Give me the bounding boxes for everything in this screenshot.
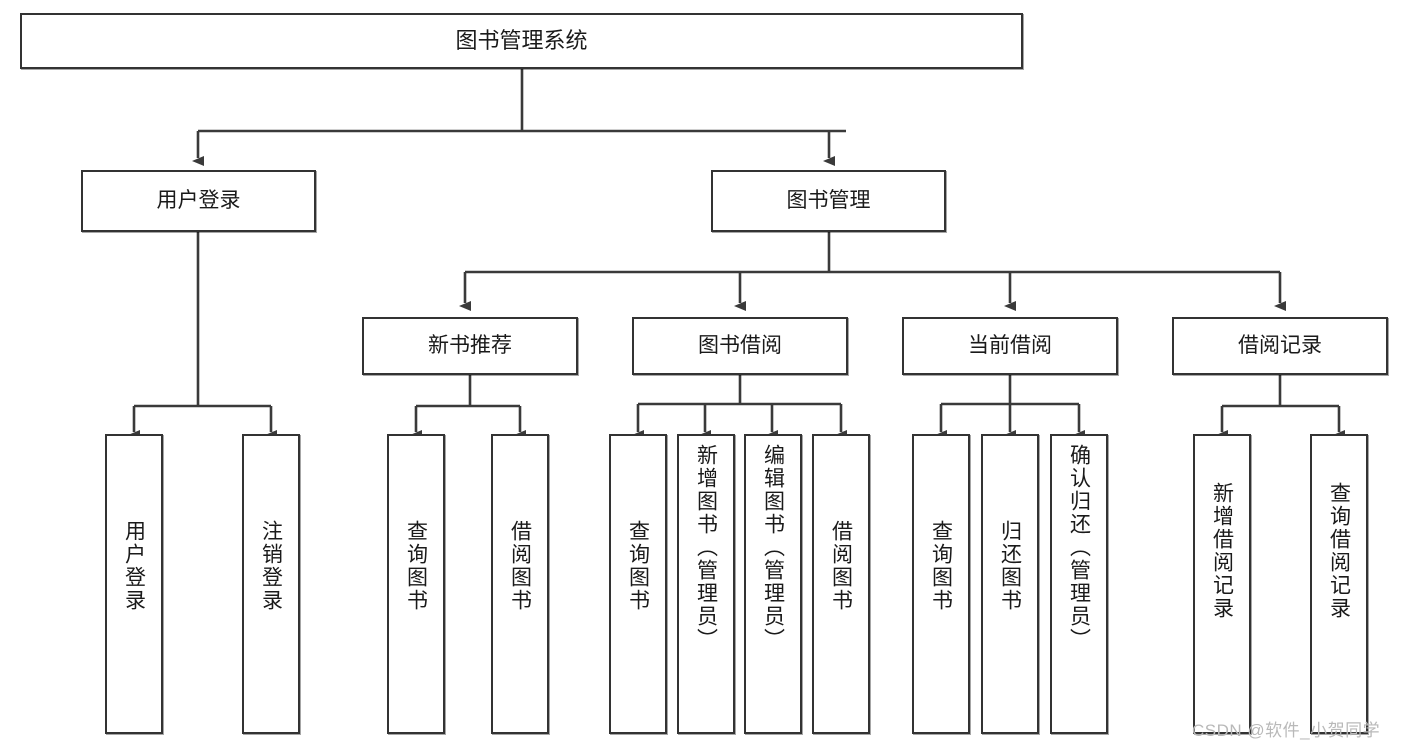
watermark-text: CSDN @软件_小贺同学: [1192, 721, 1381, 740]
node-label: 注销登录: [259, 520, 283, 612]
node-label: 查询图书: [404, 520, 428, 612]
node-current-borrow[interactable]: 当前借阅: [902, 317, 1118, 375]
node-label: 编辑图书（管理员）: [761, 444, 785, 651]
node-book-management[interactable]: 图书管理: [711, 170, 946, 232]
node-label: 借阅记录: [1238, 333, 1322, 357]
edges-newbook-to-leaves: [410, 375, 526, 440]
node-leaf-borrow-books[interactable]: 借阅图书: [812, 434, 870, 734]
node-label: 图书管理系统: [455, 28, 588, 54]
node-label: 用户登录: [122, 520, 146, 612]
edges-booksmgmt-to-level3: [459, 232, 1286, 311]
node-label: 查询图书: [626, 520, 650, 612]
node-user-login[interactable]: 用户登录: [81, 170, 316, 232]
node-label: 查询借阅记录: [1327, 482, 1351, 620]
node-label: 图书借阅: [698, 333, 782, 357]
edges-currentborrow-to-leaves: [935, 375, 1085, 440]
edges-userlogin-to-leaves: [128, 232, 277, 440]
node-label: 新增图书（管理员）: [694, 444, 718, 651]
node-label: 图书管理: [786, 188, 871, 212]
node-leaf-add-book-admin[interactable]: 新增图书（管理员）: [677, 434, 735, 734]
edges-borrowrecord-to-leaves: [1216, 375, 1345, 440]
node-book-borrow[interactable]: 图书借阅: [632, 317, 848, 375]
node-leaf-add-borrow-record[interactable]: 新增借阅记录: [1193, 434, 1251, 734]
node-leaf-user-login[interactable]: 用户登录: [105, 434, 163, 734]
node-label: 用户登录: [156, 188, 241, 212]
node-leaf-query-borrow-record[interactable]: 查询借阅记录: [1310, 434, 1368, 734]
node-leaf-query-books-current[interactable]: 查询图书: [912, 434, 970, 734]
node-label: 归还图书: [998, 520, 1022, 612]
node-label: 当前借阅: [968, 333, 1052, 357]
node-leaf-query-books-recommend[interactable]: 查询图书: [387, 434, 445, 734]
node-root-library-management-system[interactable]: 图书管理系统: [20, 13, 1023, 69]
node-leaf-logout[interactable]: 注销登录: [242, 434, 300, 734]
edges-root-to-level2: [192, 69, 846, 166]
node-leaf-confirm-return-admin[interactable]: 确认归还（管理员）: [1050, 434, 1108, 734]
node-new-book-recommendation[interactable]: 新书推荐: [362, 317, 578, 375]
node-label: 新书推荐: [428, 333, 512, 357]
edges-bookborrow-to-leaves: [632, 375, 847, 440]
node-leaf-query-books-borrow[interactable]: 查询图书: [609, 434, 667, 734]
node-label: 确认归还（管理员）: [1067, 444, 1091, 651]
node-label: 借阅图书: [829, 520, 853, 612]
node-label: 查询图书: [929, 520, 953, 612]
node-label: 借阅图书: [508, 520, 532, 612]
node-leaf-borrow-books-recommend[interactable]: 借阅图书: [491, 434, 549, 734]
node-leaf-return-books[interactable]: 归还图书: [981, 434, 1039, 734]
node-label: 新增借阅记录: [1210, 482, 1234, 620]
node-leaf-edit-book-admin[interactable]: 编辑图书（管理员）: [744, 434, 802, 734]
node-borrow-record[interactable]: 借阅记录: [1172, 317, 1388, 375]
